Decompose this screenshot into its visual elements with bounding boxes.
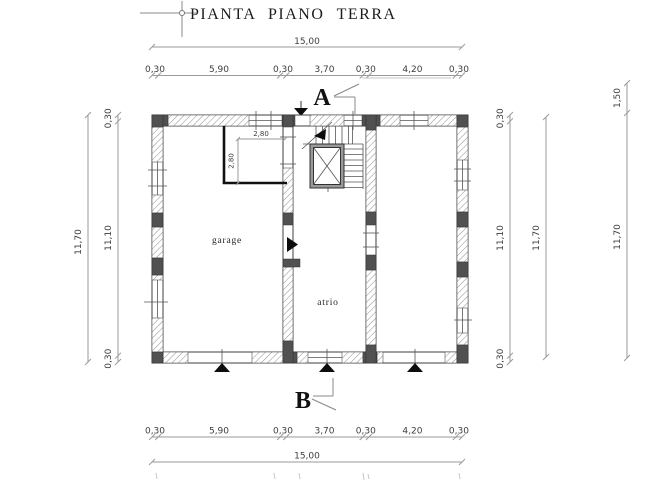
wall-top xyxy=(151,111,469,130)
pillar xyxy=(282,340,294,364)
dim-left-seg-1: 11,10 xyxy=(104,225,114,251)
dim-bottom-seg-1: 5,90 xyxy=(209,427,229,437)
dim-right-offset-top: 1,50 xyxy=(613,88,623,108)
entrance-arrow-top xyxy=(294,108,308,116)
shaft-x-line xyxy=(313,147,341,185)
pillar xyxy=(365,344,377,364)
dim-bottom-seg-4: 0,30 xyxy=(356,427,376,437)
title-block: PIANTA PIANO TERRA xyxy=(140,1,397,37)
window-left-upper xyxy=(148,162,167,195)
pillar xyxy=(282,114,294,128)
pillar xyxy=(151,351,164,364)
window-top-right xyxy=(400,111,428,130)
dim-left-seg-2: 0,30 xyxy=(104,348,114,368)
wall-stub xyxy=(282,258,301,268)
window-right-upper xyxy=(454,160,471,190)
dim-top-seg-4: 0,30 xyxy=(356,65,376,75)
entrance-arrow-atrio xyxy=(319,363,335,372)
pillar xyxy=(456,114,469,128)
opening-partition xyxy=(363,232,379,248)
door-middle xyxy=(282,237,301,268)
pillar xyxy=(365,211,377,226)
dimension-right-segments: 0,30 11,10 0,30 xyxy=(496,108,514,369)
cropped-marks-bottom xyxy=(155,472,461,481)
section-marker-a: A xyxy=(294,77,451,116)
dim-top-seg-6: 0,30 xyxy=(449,65,469,75)
dim-bottom-seg-3: 3,70 xyxy=(314,427,334,437)
pillar xyxy=(365,114,377,131)
dimension-left-segments: 0,30 11,10 0,30 xyxy=(104,108,122,369)
window-left-lower xyxy=(144,280,168,318)
dimension-top-total: 15,00 xyxy=(148,37,466,51)
dim-right-seg-2: 0,30 xyxy=(496,348,506,368)
dim-right-outer-total: 11,70 xyxy=(613,224,623,250)
dim-top-total: 15,00 xyxy=(294,37,320,47)
wall-middle xyxy=(280,114,301,364)
dim-top-seg-5: 4,20 xyxy=(402,65,422,75)
pillar xyxy=(365,254,377,271)
dim-bottom-seg-2: 0,30 xyxy=(273,427,293,437)
wall-right xyxy=(454,114,472,364)
dim-top-seg-0: 0,30 xyxy=(145,65,165,75)
dim-top-seg-2: 0,30 xyxy=(273,65,293,75)
dimension-left-total: 11,70 xyxy=(74,111,92,366)
section-marker-b: B xyxy=(295,378,337,414)
dim-right-total: 11,70 xyxy=(532,225,542,251)
page-title: PIANTA PIANO TERRA xyxy=(190,6,397,23)
inner-room: 2,80 2,80 xyxy=(222,126,288,186)
door-bottom-atrio xyxy=(308,349,342,372)
wall-left xyxy=(144,114,168,364)
dimension-top-segments: 0,30 5,90 0,30 3,70 0,30 4,20 0,30 xyxy=(145,65,469,79)
window-top-stair xyxy=(344,111,362,130)
dimension-bottom-segments: 0,30 5,90 0,30 3,70 0,30 4,20 0,30 xyxy=(145,427,469,441)
section-b-label: B xyxy=(295,388,311,414)
dim-right-seg-1: 11,10 xyxy=(496,225,506,251)
stair-direction-arrow xyxy=(314,129,326,140)
dim-bottom-seg-6: 0,30 xyxy=(449,427,469,437)
pillar xyxy=(456,261,469,278)
entrance-arrow-garage xyxy=(214,363,230,372)
wall-bottom xyxy=(151,349,469,372)
pillar xyxy=(282,212,294,226)
dim-left-seg-0: 0,30 xyxy=(104,108,114,128)
dim-right-seg-0: 0,30 xyxy=(496,108,506,128)
dim-top-seg-1: 5,90 xyxy=(209,65,229,75)
dim-top-seg-3: 3,70 xyxy=(314,65,334,75)
pillar xyxy=(151,257,164,276)
elevator-shaft xyxy=(309,143,345,189)
pillar xyxy=(151,212,164,228)
window-right-lower xyxy=(454,308,472,333)
pillar xyxy=(151,114,164,128)
dim-inner-room-width: 2,80 xyxy=(253,130,269,138)
title-marker-circle xyxy=(179,10,185,16)
dimension-right-total: 11,70 xyxy=(532,113,550,361)
dimension-bottom-total: 15,00 xyxy=(148,452,466,466)
dim-bottom-seg-0: 0,30 xyxy=(145,427,165,437)
room-label-garage: garage xyxy=(212,236,242,246)
dim-bottom-seg-5: 4,20 xyxy=(402,427,422,437)
pillar xyxy=(456,211,469,228)
dim-bottom-total: 15,00 xyxy=(294,452,320,462)
staircase xyxy=(301,121,364,192)
room-label-atrio: atrio xyxy=(317,298,338,308)
pillar xyxy=(456,344,469,364)
wall-partition xyxy=(363,114,379,364)
opening-middle-upper xyxy=(280,136,296,165)
entrance-arrow-right xyxy=(407,363,423,372)
section-a-label: A xyxy=(313,85,331,111)
door-leaf xyxy=(287,237,298,252)
door-bottom-right xyxy=(407,349,423,372)
dim-inner-room-depth: 2,80 xyxy=(228,153,236,169)
dimension-right-outer: 1,50 11,70 xyxy=(613,79,631,362)
dim-left-total: 11,70 xyxy=(74,229,84,255)
window-top-garage xyxy=(249,111,282,130)
door-bottom-garage xyxy=(214,349,230,372)
